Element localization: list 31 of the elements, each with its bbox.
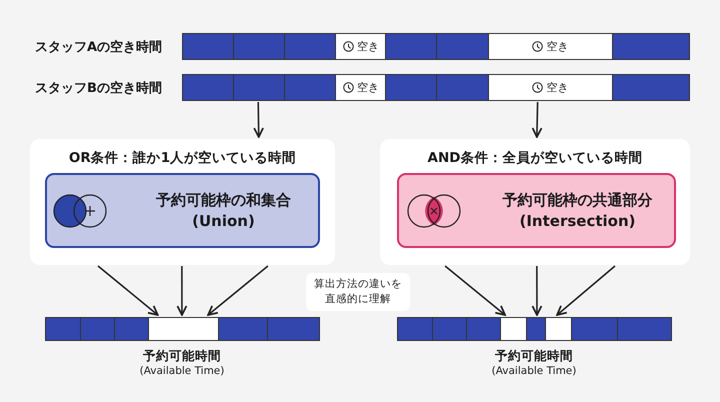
- arrow: [532, 102, 542, 138]
- slot-label: 空き: [546, 80, 568, 95]
- arrow: [444, 265, 506, 316]
- timeline-bar: [397, 317, 672, 341]
- bubble-text: 算出方法の違いを直感的に理解: [314, 278, 402, 306]
- set-label: 予約可能枠の和集合 (Union): [155, 190, 292, 231]
- set-result-box: [45, 173, 320, 248]
- panel-title: OR条件：誰か1人が空いている時間: [68, 149, 298, 167]
- timeline-bar: [182, 33, 690, 60]
- bar-caption: 予約可能時間: [142, 348, 222, 365]
- slot-label: 空き: [356, 80, 379, 95]
- arrow: [98, 265, 159, 316]
- timeline-bar: [182, 74, 690, 101]
- arrow: [556, 265, 616, 316]
- timeline-bar: [45, 317, 320, 341]
- set-label: 予約可能枠の共通部分 (Intersection): [502, 190, 654, 231]
- set-result-box: [397, 173, 676, 248]
- bar-caption: 予約可能時間: [494, 348, 574, 365]
- row-label: スタッフBの空き時間: [35, 80, 162, 97]
- arrow: [532, 266, 542, 316]
- arrow: [176, 266, 188, 316]
- arrow: [207, 265, 268, 316]
- row-label: スタッフAの空き時間: [35, 38, 162, 56]
- bar-subcaption: (Available Time): [490, 365, 578, 377]
- condition-panel: [30, 139, 335, 265]
- condition-panel: [380, 139, 690, 265]
- slot-label: 空き: [546, 39, 568, 54]
- slot-label: 空き: [356, 39, 379, 54]
- panel-title: AND条件：全員が空いている時間: [426, 149, 644, 167]
- bar-subcaption: (Available Time): [138, 365, 226, 377]
- arrow: [253, 102, 264, 138]
